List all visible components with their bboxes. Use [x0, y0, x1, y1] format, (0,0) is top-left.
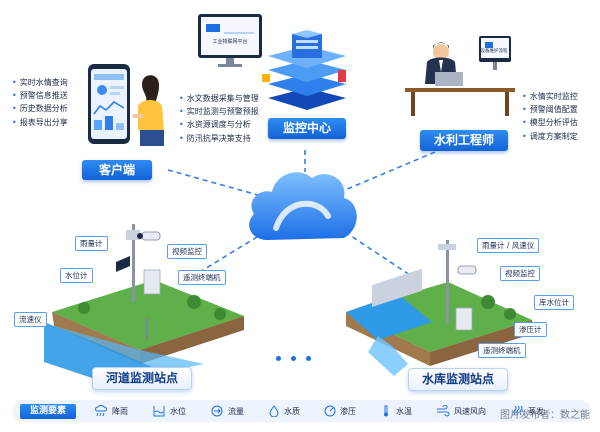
reservoir-station-title: 水库监测站点 [408, 368, 508, 391]
line-cloud-client [167, 169, 259, 196]
engineer-features: 水情实时监控 预警阈值配置 模型分析评估 调度方案制定 [522, 90, 578, 143]
center-feature: 实时监测与预警预报 [179, 105, 259, 118]
flow-icon [211, 405, 223, 417]
client-features: 实时水情查询 预警信息推送 历史数据分析 报表导出分享 [12, 76, 68, 129]
engineer-feature: 水情实时监控 [522, 90, 578, 103]
element-flow: 流量 [210, 401, 244, 421]
client-feature: 报表导出分享 [12, 116, 68, 129]
element-label: 流量 [228, 406, 244, 416]
element-seepage: 渗压 [324, 401, 356, 421]
reservoir-tag-rain-wind: 雨量计 / 风速仪 [477, 238, 540, 253]
thermometer-icon [384, 405, 388, 417]
river-tag-rtu: 遥测终端机 [178, 270, 226, 285]
river-tag-video: 视频监控 [167, 244, 207, 259]
client-feature: 预警信息推送 [12, 89, 68, 102]
engineer-screen-label: 设备维护流程 [480, 49, 508, 54]
reservoir-tag-level: 库水位计 [534, 295, 574, 310]
seepage-icon [324, 405, 336, 417]
element-water-temp: 水温 [380, 401, 412, 421]
line-cloud-river [194, 231, 266, 276]
platform-monitor-illustration [198, 14, 262, 67]
pager-dot [306, 356, 311, 361]
client-feature: 实时水情查询 [12, 76, 68, 89]
server-stack-illustration [262, 30, 346, 110]
element-label: 水质 [284, 406, 300, 416]
element-label: 风速风向 [454, 406, 486, 416]
rain-icon [95, 405, 107, 417]
engineer-feature: 调度方案制定 [522, 130, 578, 143]
element-water-quality: 水质 [268, 401, 300, 421]
monitoring-elements-title: 监测要素 [20, 404, 76, 419]
cloud-icon [249, 172, 357, 240]
element-rain: 降雨 [94, 401, 128, 421]
river-tag-flow-meter: 流速仪 [14, 312, 47, 327]
center-title: 监控中心 [268, 118, 346, 139]
element-wind: 风速风向 [436, 401, 486, 421]
element-label: 降雨 [112, 406, 128, 416]
element-label: 水位 [170, 406, 186, 416]
river-tag-rain-gauge: 雨量计 [75, 236, 108, 251]
reservoir-tag-rtu: 遥测终端机 [478, 343, 526, 358]
center-feature: 防汛抗旱决策支持 [179, 132, 259, 145]
element-label: 水温 [396, 406, 412, 416]
pager-dots [276, 356, 311, 361]
client-title: 客户端 [82, 160, 152, 180]
river-tag-water-level: 水位计 [60, 268, 93, 283]
reservoir-tag-video: 视频监控 [500, 266, 540, 281]
reservoir-tag-piezometer: 渗压计 [514, 322, 547, 337]
center-features: 水文数据采集与管理 实时监测与预警预报 水资源调度与分析 防汛抗旱决策支持 [179, 92, 259, 145]
element-label: 蒸发 [528, 406, 544, 416]
center-feature: 水资源调度与分析 [179, 118, 259, 131]
water-drop-icon [269, 405, 279, 417]
element-evaporation: 蒸发 [512, 401, 544, 421]
engineer-title: 水利工程师 [420, 130, 508, 151]
water-level-icon [153, 406, 165, 417]
pager-dot [291, 356, 296, 361]
client-feature: 历史数据分析 [12, 102, 68, 115]
engineer-desk-illustration [405, 36, 515, 116]
river-station-title: 河道监测站点 [92, 367, 192, 390]
watermark: 图片发布者：数之能 [500, 410, 590, 421]
platform-screen-label: 工业物联网平台 [212, 39, 248, 45]
smartphone-illustration [88, 64, 164, 146]
wind-icon [437, 405, 450, 417]
element-water-level: 水位 [152, 401, 186, 421]
line-cloud-engineer [344, 151, 436, 191]
evaporation-icon [513, 405, 523, 416]
engineer-feature: 模型分析评估 [522, 116, 578, 129]
element-label: 渗压 [340, 406, 356, 416]
pager-dot [276, 356, 281, 361]
reservoir-station-illustration [346, 240, 532, 376]
center-feature: 水文数据采集与管理 [179, 92, 259, 105]
engineer-feature: 预警阈值配置 [522, 103, 578, 116]
line-cloud-reservoir [344, 231, 411, 276]
